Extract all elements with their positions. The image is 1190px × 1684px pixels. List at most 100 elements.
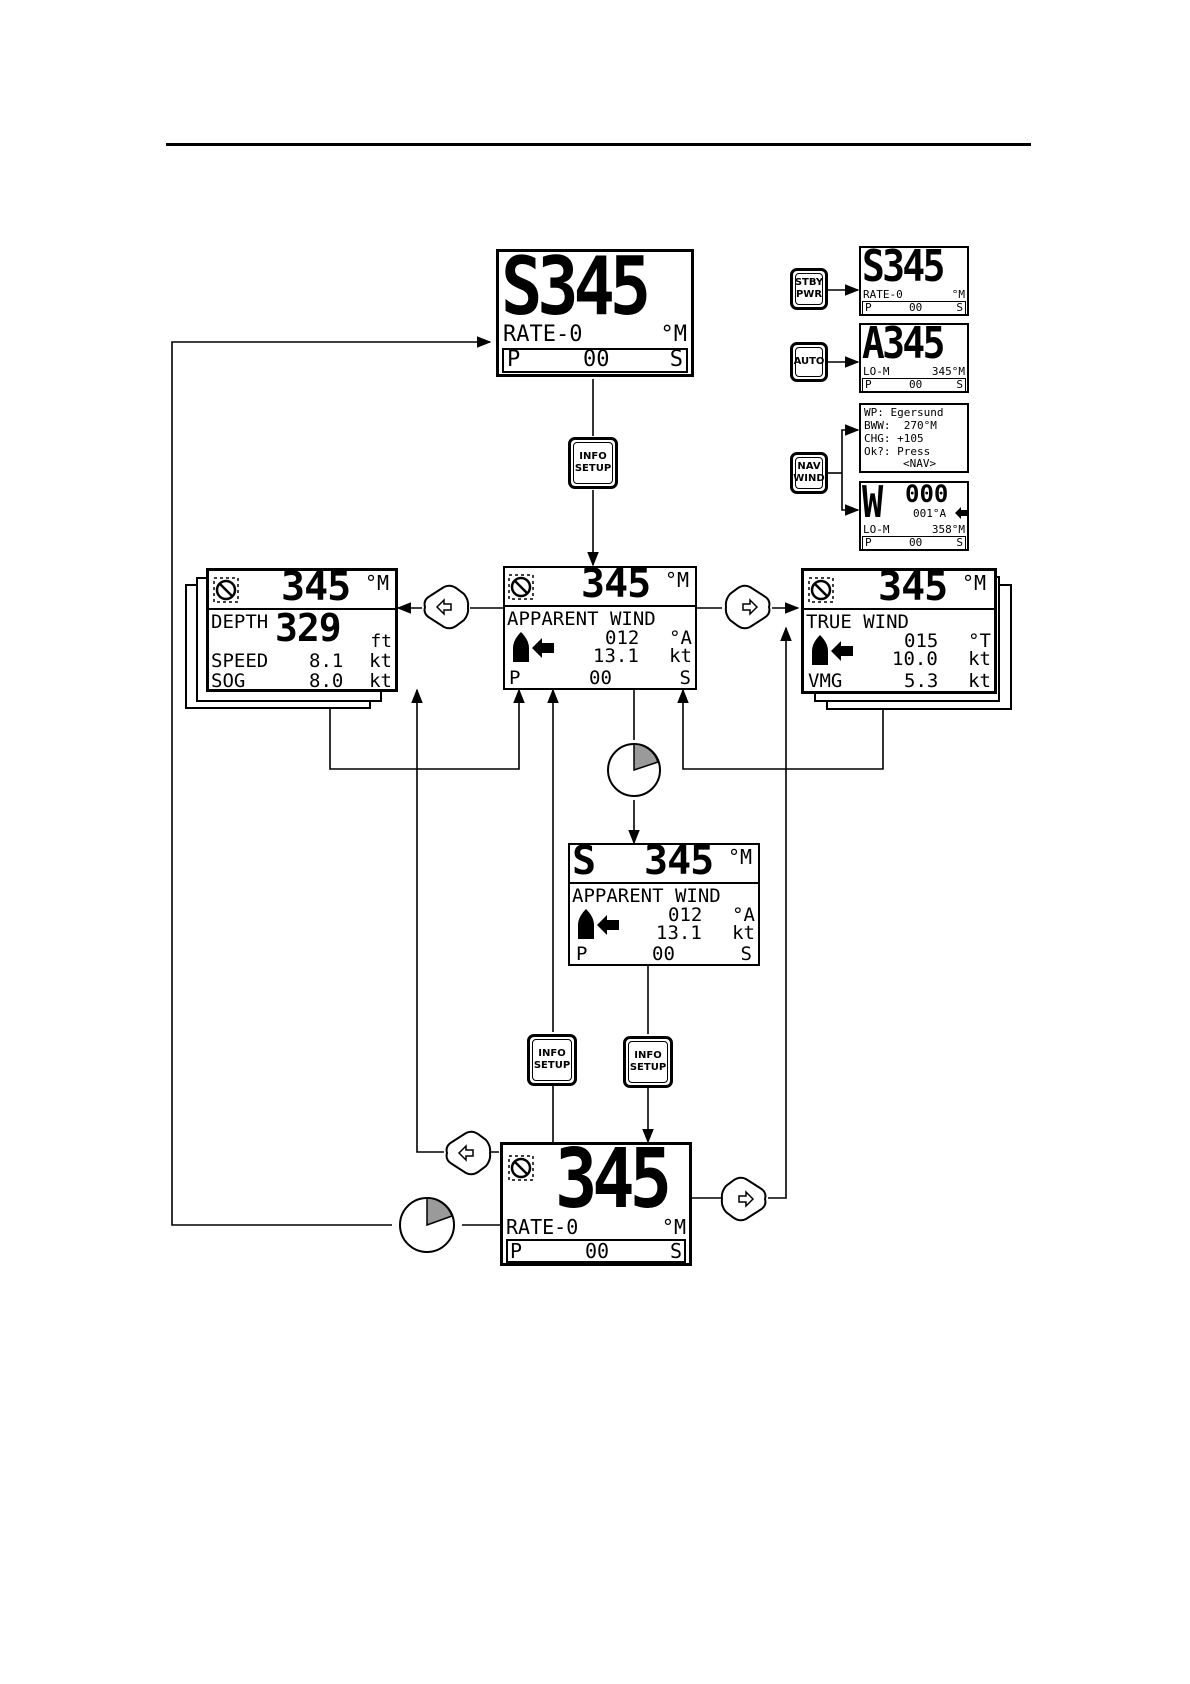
aw-rudder: 00 — [589, 667, 612, 689]
sw-angle: 012 — [668, 904, 703, 926]
mini-heading: S345 — [862, 246, 945, 292]
info-setup-button-right[interactable]: INFO SETUP — [623, 1036, 673, 1088]
line-loop-to-top — [171, 336, 492, 1226]
circled-x-icon — [213, 577, 239, 603]
bottom-rate: RATE-0 — [506, 1215, 579, 1239]
sog-unit: kt — [369, 670, 392, 692]
circled-x-icon — [508, 574, 534, 600]
depth-heading-unit: °M — [365, 571, 390, 595]
screen-standby-top: S345 RATE-0 °M P 00 S — [496, 249, 694, 377]
tw-angle-unit: °T — [968, 630, 991, 652]
mini-auto-left: LO-M — [863, 365, 890, 378]
mini-rudder-bar — [862, 301, 966, 314]
speed-value: 8.1 — [309, 650, 344, 672]
mini-wind-rudder: 00 — [909, 536, 923, 549]
rate-label: RATE-0 — [503, 322, 583, 347]
wind-arrow-left-icon — [955, 507, 967, 519]
vmg-value: 5.3 — [904, 670, 939, 692]
screen-s-apparent-wind: S 345 °M APPARENT WIND 012 °A 13.1 kt P … — [568, 843, 760, 966]
line-rightkey-to-truewind-up — [768, 626, 792, 1199]
sw-mode: S — [572, 843, 597, 884]
sw-speed: 13.1 — [656, 922, 702, 944]
aw-divider — [505, 605, 695, 607]
sw-heading-unit: °M — [728, 845, 753, 869]
sw-stbd: S — [740, 943, 752, 965]
mini-wind-port: P — [865, 536, 872, 549]
bottom-heading: 345 — [555, 1142, 672, 1227]
timer-clock-icon — [399, 1197, 455, 1253]
line-bottom-leftkey-up — [411, 688, 444, 1153]
aw-heading-unit: °M — [665, 568, 690, 592]
pwr-label: PWR — [795, 289, 823, 300]
sw-rudder: 00 — [652, 943, 675, 965]
depth-value: 329 — [275, 606, 342, 650]
depth-heading: 345 — [281, 568, 351, 610]
sw-divider — [570, 882, 758, 884]
right-arrow-key-icon[interactable] — [718, 1176, 770, 1222]
mini-wind-value: 000 — [905, 481, 949, 508]
screen-bottom: 345 RATE-0 °M P 00 S — [500, 1142, 692, 1266]
auto-label: AUTO — [793, 355, 825, 367]
wind-label: WIND — [793, 473, 825, 484]
mini-auto-stbd: S — [956, 378, 963, 391]
mini-auto-rudder-bar — [862, 378, 966, 391]
left-arrow-key-icon[interactable] — [420, 584, 472, 630]
bottom-rudder: 00 — [585, 1239, 610, 1263]
info-setup-button[interactable]: INFO SETUP — [568, 437, 618, 489]
mini-auto-rudder: 00 — [909, 378, 923, 391]
setup-label: SETUP — [574, 463, 612, 474]
mini-port: P — [865, 301, 872, 314]
vmg-label: VMG — [808, 670, 843, 692]
nav-wind-button[interactable]: NAV WIND — [790, 452, 828, 494]
setup-label: SETUP — [533, 1060, 571, 1071]
sw-angle-unit: °A — [732, 904, 755, 926]
tw-speed-unit: kt — [968, 648, 991, 670]
nav-label: NAV — [797, 460, 821, 472]
depth-divider — [209, 608, 395, 610]
vmg-unit: kt — [968, 670, 991, 692]
aw-angle: 012 — [605, 627, 640, 649]
aw-title: APPARENT WIND — [507, 608, 656, 630]
nav-press: <NAV> — [903, 457, 937, 470]
depth-unit: ft — [370, 631, 392, 652]
sw-speed-unit: kt — [732, 922, 755, 944]
bottom-unit: °M — [661, 1215, 686, 1239]
bottom-rudder-bar — [506, 1239, 686, 1263]
mini-auto-heading: A345 — [862, 323, 945, 369]
rudder-value: 00 — [583, 347, 610, 372]
tw-title: TRUE WIND — [806, 611, 909, 633]
line-wind-mini — [841, 473, 860, 516]
aw-port: P — [509, 667, 521, 689]
tw-divider — [804, 608, 994, 610]
stby-pwr-button[interactable]: STBY PWR — [790, 268, 828, 310]
mode-heading: S345 — [501, 249, 651, 333]
line-truewind-return — [677, 688, 884, 770]
mini-screen-standby: S345 RATE-0 °M P 00 S — [859, 246, 969, 316]
boat-icon — [578, 909, 594, 939]
depth-label: DEPTH — [211, 611, 269, 633]
rudder-bar — [502, 348, 688, 373]
auto-button[interactable]: AUTO — [790, 342, 828, 382]
mini-wind-rudder-bar — [862, 536, 966, 549]
mini-screen-wind: W 000 001°A LO-M 358°M P 00 S — [859, 481, 969, 551]
mini-rate: RATE-0 — [863, 288, 903, 301]
sog-label: SOG — [211, 670, 246, 692]
left-arrow-key-icon[interactable] — [442, 1130, 494, 1176]
mini-auto-port: P — [865, 378, 872, 391]
line-depth-return — [329, 688, 525, 770]
nav-ok: Ok?: Press — [864, 445, 931, 458]
header-rule — [166, 143, 1031, 146]
port-label: P — [507, 347, 521, 372]
aw-stbd: S — [679, 667, 691, 689]
mini-auto-right: 345°M — [931, 365, 965, 378]
mini-wind-stbd: S — [956, 536, 963, 549]
info-setup-button-left[interactable]: INFO SETUP — [527, 1034, 577, 1086]
heading-unit: °M — [660, 322, 688, 347]
setup-label: SETUP — [629, 1062, 667, 1073]
mini-wind-right: 358°M — [931, 523, 965, 536]
right-arrow-key-icon[interactable] — [722, 584, 774, 630]
wind-arrow-left-icon — [597, 915, 619, 935]
mini-wind-mode: W — [862, 481, 884, 528]
circled-x-icon — [808, 577, 834, 603]
nav-chg: CHG: +105 — [864, 432, 924, 445]
